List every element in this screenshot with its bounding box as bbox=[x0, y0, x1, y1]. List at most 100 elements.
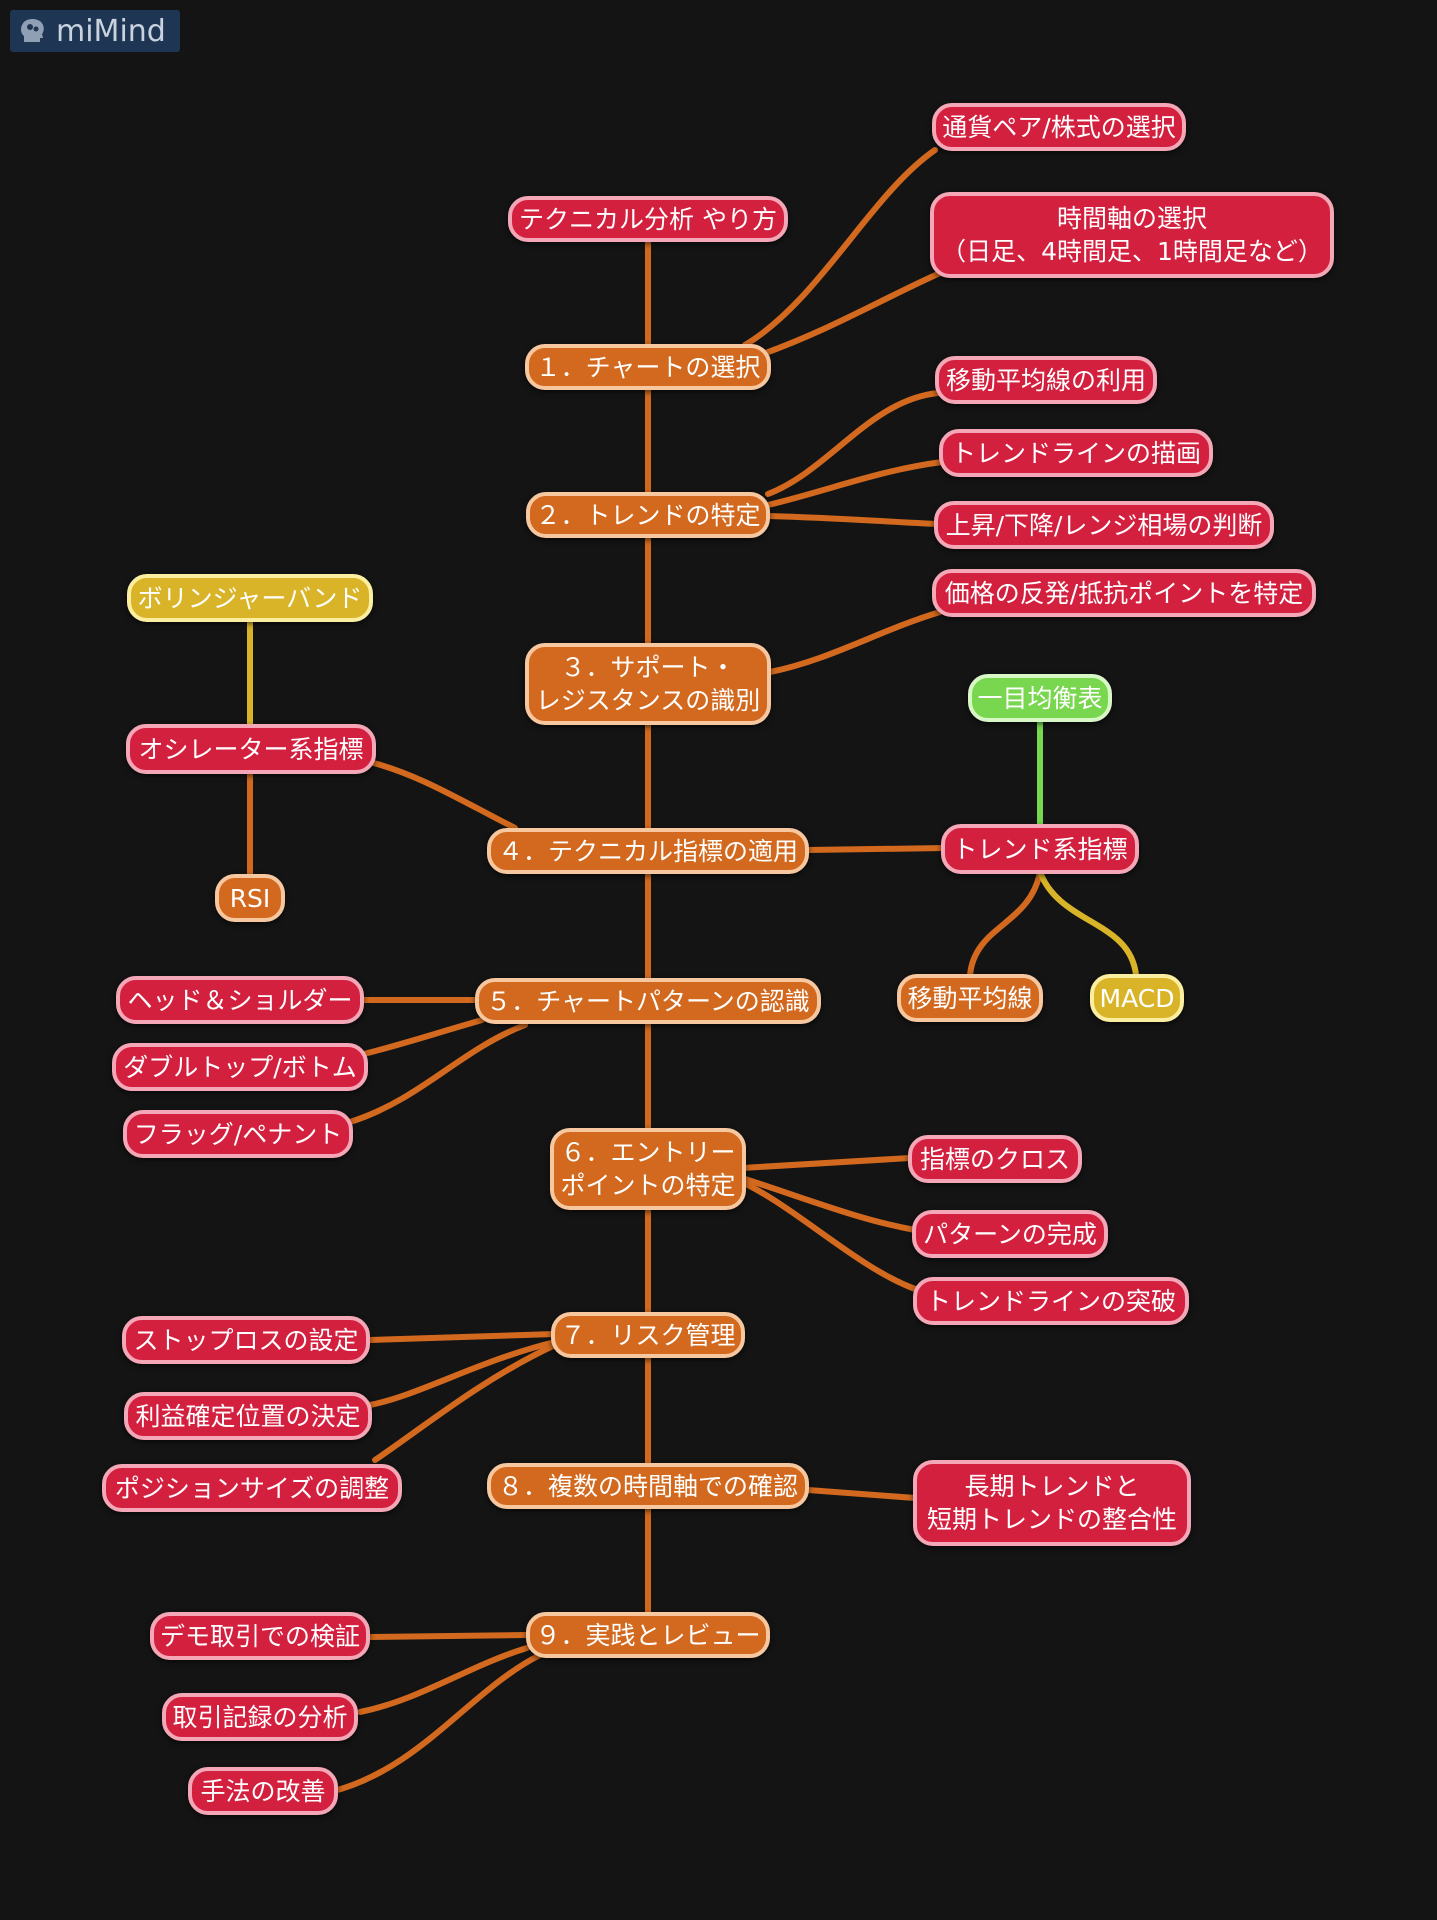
step-8-node[interactable]: ８．複数の時間軸での確認 bbox=[487, 1463, 809, 1509]
node-double-top-bottom-label: ダブルトップ/ボトム bbox=[123, 1052, 357, 1082]
node-trend-indicators[interactable]: トレンド系指標 bbox=[941, 824, 1139, 874]
node-pattern-complete-label: パターンの完成 bbox=[923, 1219, 1097, 1249]
brain-head-icon bbox=[21, 19, 44, 42]
step-4-label: ４．テクニカル指標の適用 bbox=[497, 836, 798, 866]
step-2-node[interactable]: ２．トレンドの特定 bbox=[526, 492, 770, 538]
edge-s1-s1a bbox=[742, 147, 938, 348]
node-stop-loss[interactable]: ストップロスの設定 bbox=[122, 1316, 370, 1364]
node-moving-average-use[interactable]: 移動平均線の利用 bbox=[935, 356, 1157, 404]
brand-name: miMind bbox=[56, 13, 166, 49]
edge-s6-s6b bbox=[739, 1175, 918, 1233]
edge-s4-trend bbox=[805, 845, 948, 853]
edge-s6-s6c bbox=[739, 1179, 921, 1293]
node-oscillator-indicators-label: オシレーター系指標 bbox=[138, 734, 364, 764]
node-currency-select-label: 通貨ペア/株式の選択 bbox=[942, 112, 1176, 142]
node-method-improvement[interactable]: 手法の改善 bbox=[188, 1767, 338, 1815]
node-rsi-label: RSI bbox=[229, 883, 271, 913]
step-1-node[interactable]: １．チャートの選択 bbox=[525, 344, 771, 390]
step-6-line2: ポイントの特定 bbox=[560, 1171, 736, 1200]
edge-s9-s9b bbox=[357, 1645, 530, 1715]
step-5-label: ５．チャートパターンの認識 bbox=[486, 986, 810, 1016]
node-trend-indicators-label: トレンド系指標 bbox=[952, 834, 1128, 864]
node-stop-loss-label: ストップロスの設定 bbox=[133, 1325, 359, 1355]
step-7-label: ７．リスク管理 bbox=[560, 1320, 736, 1350]
node-trend-consistency-line1: 長期トレンドと bbox=[964, 1472, 1140, 1501]
node-trendline-break[interactable]: トレンドラインの突破 bbox=[913, 1277, 1189, 1325]
node-bollinger-bands[interactable]: ボリンジャーバンド bbox=[127, 574, 373, 622]
node-rebound-points-label: 価格の反発/抵抗ポイントを特定 bbox=[944, 578, 1304, 608]
edge-s1-s1b bbox=[757, 270, 943, 358]
node-moving-average-use-label: 移動平均線の利用 bbox=[945, 365, 1146, 395]
edge-s7-s7c bbox=[372, 1342, 558, 1463]
node-head-and-shoulders[interactable]: ヘッド＆ショルダー bbox=[116, 976, 364, 1024]
node-take-profit[interactable]: 利益確定位置の決定 bbox=[124, 1392, 372, 1440]
node-flag-pennant[interactable]: フラッグ/ペナント bbox=[123, 1110, 353, 1158]
edge-s2-s2b bbox=[765, 459, 945, 508]
mimind-logo: miMind bbox=[10, 10, 180, 52]
edge-s6-s6a bbox=[739, 1155, 913, 1171]
node-market-judgement-label: 上昇/下降/レンジ相場の判断 bbox=[945, 510, 1263, 540]
edge-s7-s7a bbox=[367, 1331, 558, 1343]
node-bollinger-bands-label: ボリンジャーバンド bbox=[137, 583, 363, 613]
edge-trend-macd bbox=[1037, 869, 1139, 978]
root-node[interactable]: テクニカル分析 やり方 bbox=[508, 196, 788, 242]
node-double-top-bottom[interactable]: ダブルトップ/ボトム bbox=[112, 1043, 368, 1091]
edge-s2-s2c bbox=[765, 513, 941, 527]
node-market-judgement[interactable]: 上昇/下降/レンジ相場の判断 bbox=[934, 501, 1274, 549]
step-6-line1: ６．エントリー bbox=[560, 1138, 736, 1167]
node-indicator-cross-label: 指標のクロス bbox=[919, 1144, 1070, 1174]
node-timeframe-select-line1: 時間軸の選択 bbox=[1056, 204, 1207, 233]
node-moving-average-label: 移動平均線 bbox=[907, 983, 1033, 1013]
node-ichimoku[interactable]: 一目均衡表 bbox=[968, 674, 1112, 722]
node-currency-select[interactable]: 通貨ペア/株式の選択 bbox=[932, 103, 1186, 151]
step-5-node[interactable]: ５．チャートパターンの認識 bbox=[475, 978, 821, 1024]
edge-s2-s2a bbox=[765, 390, 941, 497]
edge-s3-s3a bbox=[767, 609, 943, 675]
edge-s5-s5b bbox=[357, 1017, 485, 1058]
step-3-node[interactable]: ３．サポート・ レジスタンスの識別 bbox=[525, 643, 771, 725]
step-3-line2: レジスタンスの識別 bbox=[535, 686, 761, 715]
node-macd-label: MACD bbox=[1099, 983, 1175, 1013]
node-rebound-points[interactable]: 価格の反発/抵抗ポイントを特定 bbox=[932, 569, 1316, 617]
edge-s5-s5c bbox=[347, 1022, 528, 1125]
node-trend-consistency-line2: 短期トレンドの整合性 bbox=[926, 1505, 1177, 1534]
edge-s9-s9a bbox=[367, 1632, 530, 1640]
node-oscillator-indicators[interactable]: オシレーター系指標 bbox=[126, 724, 376, 774]
node-moving-average[interactable]: 移動平均線 bbox=[897, 974, 1043, 1022]
node-method-improvement-label: 手法の改善 bbox=[200, 1776, 326, 1806]
node-demo-trading[interactable]: デモ取引での検証 bbox=[150, 1612, 370, 1660]
node-trade-record-analysis-label: 取引記録の分析 bbox=[172, 1702, 348, 1732]
edge-s4-osc bbox=[367, 759, 518, 831]
step-1-label: １．チャートの選択 bbox=[535, 352, 761, 382]
node-ichimoku-label: 一目均衡表 bbox=[977, 683, 1103, 713]
node-rsi[interactable]: RSI bbox=[215, 874, 285, 922]
step-2-label: ２．トレンドの特定 bbox=[535, 500, 761, 530]
step-4-node[interactable]: ４．テクニカル指標の適用 bbox=[487, 828, 809, 874]
step-7-node[interactable]: ７．リスク管理 bbox=[551, 1312, 745, 1358]
step-6-node[interactable]: ６．エントリー ポイントの特定 bbox=[550, 1128, 746, 1210]
node-flag-pennant-label: フラッグ/ペナント bbox=[133, 1119, 343, 1149]
node-timeframe-select[interactable]: 時間軸の選択 （日足、4時間足、1時間足など） bbox=[930, 192, 1334, 278]
node-trade-record-analysis[interactable]: 取引記録の分析 bbox=[162, 1693, 358, 1741]
node-trendline-draw-label: トレンドラインの描画 bbox=[950, 438, 1201, 468]
node-position-size[interactable]: ポジションサイズの調整 bbox=[102, 1464, 402, 1512]
root-label: テクニカル分析 やり方 bbox=[519, 204, 777, 234]
step-9-node[interactable]: ９．実践とレビュー bbox=[526, 1612, 770, 1658]
edge-trend-ma bbox=[967, 869, 1043, 978]
node-trendline-draw[interactable]: トレンドラインの描画 bbox=[939, 429, 1213, 477]
node-trend-consistency[interactable]: 長期トレンドと 短期トレンドの整合性 bbox=[913, 1460, 1191, 1546]
edge-s7-s7b bbox=[367, 1339, 558, 1408]
step-8-label: ８．複数の時間軸での確認 bbox=[497, 1471, 798, 1501]
step-3-line1: ３．サポート・ bbox=[560, 653, 736, 682]
node-demo-trading-label: デモ取引での検証 bbox=[160, 1621, 361, 1651]
node-take-profit-label: 利益確定位置の決定 bbox=[135, 1401, 361, 1431]
step-9-label: ９．実践とレビュー bbox=[535, 1620, 761, 1650]
edge-s8-s8a bbox=[805, 1487, 918, 1501]
node-head-and-shoulders-label: ヘッド＆ショルダー bbox=[127, 985, 353, 1015]
node-macd[interactable]: MACD bbox=[1090, 974, 1184, 1022]
node-position-size-label: ポジションサイズの調整 bbox=[114, 1473, 390, 1503]
node-indicator-cross[interactable]: 指標のクロス bbox=[908, 1135, 1082, 1183]
node-pattern-complete[interactable]: パターンの完成 bbox=[912, 1210, 1108, 1258]
node-timeframe-select-line2: （日足、4時間足、1時間足など） bbox=[941, 237, 1323, 266]
edge-s9-s9c bbox=[327, 1652, 543, 1795]
